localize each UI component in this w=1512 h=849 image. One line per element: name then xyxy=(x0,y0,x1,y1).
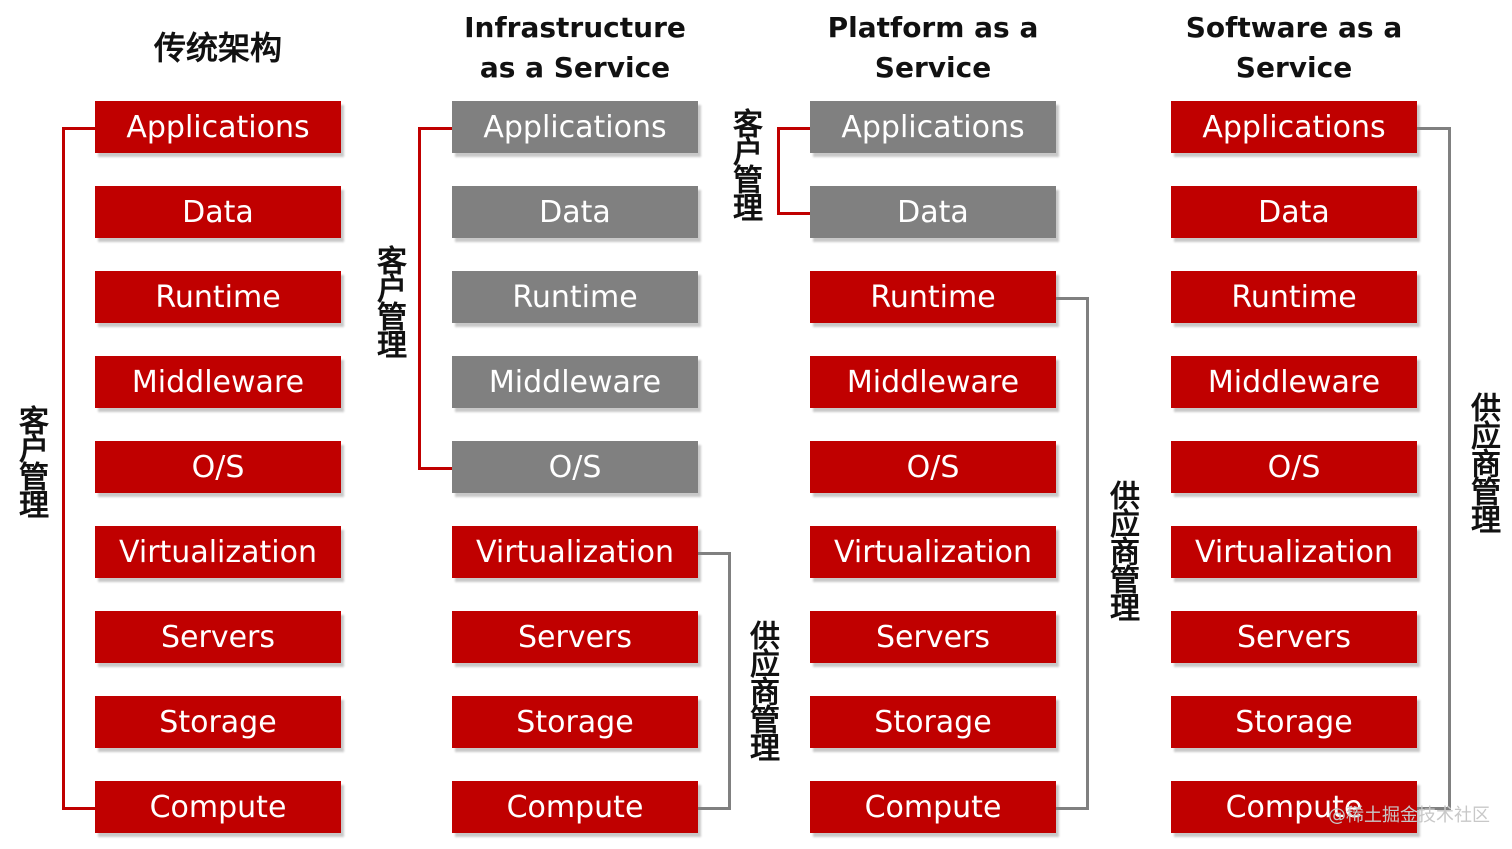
title-paas-line1: Platform as a xyxy=(827,11,1039,44)
title-iaas-line2: as a Service xyxy=(479,51,671,84)
trad-layer-compute: Compute xyxy=(95,781,341,833)
paas-provider-label: 供应商管理 xyxy=(1104,480,1139,620)
paas-layer-data: Data xyxy=(810,186,1056,238)
trad-layer-storage: Storage xyxy=(95,696,341,748)
iaas-provider-bracket-bottom xyxy=(698,807,731,810)
saas-provider-bracket-vertical xyxy=(1448,127,1451,810)
iaas-customer-label: 客户管理 xyxy=(371,245,406,357)
paas-layer-os: O/S xyxy=(810,441,1056,493)
saas-layer-middleware: Middleware xyxy=(1171,356,1417,408)
paas-customer-bracket-top xyxy=(777,127,810,130)
trad-layer-middleware: Middleware xyxy=(95,356,341,408)
title-saas-line1: Software as a xyxy=(1185,11,1403,44)
paas-customer-bracket-bottom xyxy=(777,212,810,215)
paas-provider-bracket-top xyxy=(1056,297,1089,300)
title-paas: Platform as a Service xyxy=(798,8,1068,88)
paas-layer-compute: Compute xyxy=(810,781,1056,833)
paas-provider-bracket-bottom xyxy=(1056,807,1089,810)
saas-layer-runtime: Runtime xyxy=(1171,271,1417,323)
trad-layer-os: O/S xyxy=(95,441,341,493)
trad-layer-data: Data xyxy=(95,186,341,238)
saas-layer-compute: Compute xyxy=(1171,781,1417,833)
title-saas-line2: Service xyxy=(1235,51,1353,84)
trad-bracket-bottom xyxy=(62,807,95,810)
iaas-provider-bracket-top xyxy=(698,552,731,555)
trad-bracket-vertical xyxy=(62,127,65,810)
paas-layer-virtualization: Virtualization xyxy=(810,526,1056,578)
iaas-layer-virtualization: Virtualization xyxy=(452,526,698,578)
trad-bracket-top xyxy=(62,127,95,130)
trad-layer-runtime: Runtime xyxy=(95,271,341,323)
title-iaas: Infrastructure as a Service xyxy=(440,8,710,88)
paas-layer-servers: Servers xyxy=(810,611,1056,663)
iaas-layer-runtime: Runtime xyxy=(452,271,698,323)
saas-layer-virtualization: Virtualization xyxy=(1171,526,1417,578)
trad-layer-virtualization: Virtualization xyxy=(95,526,341,578)
paas-customer-label: 客户管理 xyxy=(727,108,762,220)
iaas-provider-bracket-vertical xyxy=(728,552,731,810)
trad-layer-servers: Servers xyxy=(95,611,341,663)
title-saas: Software as a Service xyxy=(1159,8,1429,88)
saas-layer-servers: Servers xyxy=(1171,611,1417,663)
iaas-layer-applications: Applications xyxy=(452,101,698,153)
iaas-customer-bracket-vertical xyxy=(418,127,421,470)
saas-layer-os: O/S xyxy=(1171,441,1417,493)
paas-provider-bracket-vertical xyxy=(1086,297,1089,810)
saas-layer-storage: Storage xyxy=(1171,696,1417,748)
iaas-customer-bracket-top xyxy=(418,127,452,130)
iaas-customer-bracket-bottom xyxy=(418,467,452,470)
iaas-layer-compute: Compute xyxy=(452,781,698,833)
title-paas-line2: Service xyxy=(874,51,992,84)
title-traditional: 传统架构 xyxy=(153,29,282,67)
paas-layer-applications: Applications xyxy=(810,101,1056,153)
saas-layer-applications: Applications xyxy=(1171,101,1417,153)
paas-customer-bracket-vertical xyxy=(777,127,780,215)
iaas-layer-storage: Storage xyxy=(452,696,698,748)
iaas-layer-middleware: Middleware xyxy=(452,356,698,408)
saas-provider-bracket-top xyxy=(1417,127,1451,130)
saas-layer-data: Data xyxy=(1171,186,1417,238)
iaas-provider-label: 供应商管理 xyxy=(744,620,779,760)
paas-layer-middleware: Middleware xyxy=(810,356,1056,408)
saas-provider-bracket-bottom xyxy=(1417,807,1451,810)
paas-layer-storage: Storage xyxy=(810,696,1056,748)
trad-customer-label: 客户管理 xyxy=(13,405,48,517)
title-iaas-line1: Infrastructure xyxy=(464,11,686,44)
trad-layer-applications: Applications xyxy=(95,101,341,153)
paas-layer-runtime: Runtime xyxy=(810,271,1056,323)
iaas-layer-data: Data xyxy=(452,186,698,238)
watermark: @稀土掘金技术社区 xyxy=(1328,805,1490,826)
iaas-layer-os: O/S xyxy=(452,441,698,493)
iaas-layer-servers: Servers xyxy=(452,611,698,663)
saas-provider-label: 供应商管理 xyxy=(1465,392,1500,532)
